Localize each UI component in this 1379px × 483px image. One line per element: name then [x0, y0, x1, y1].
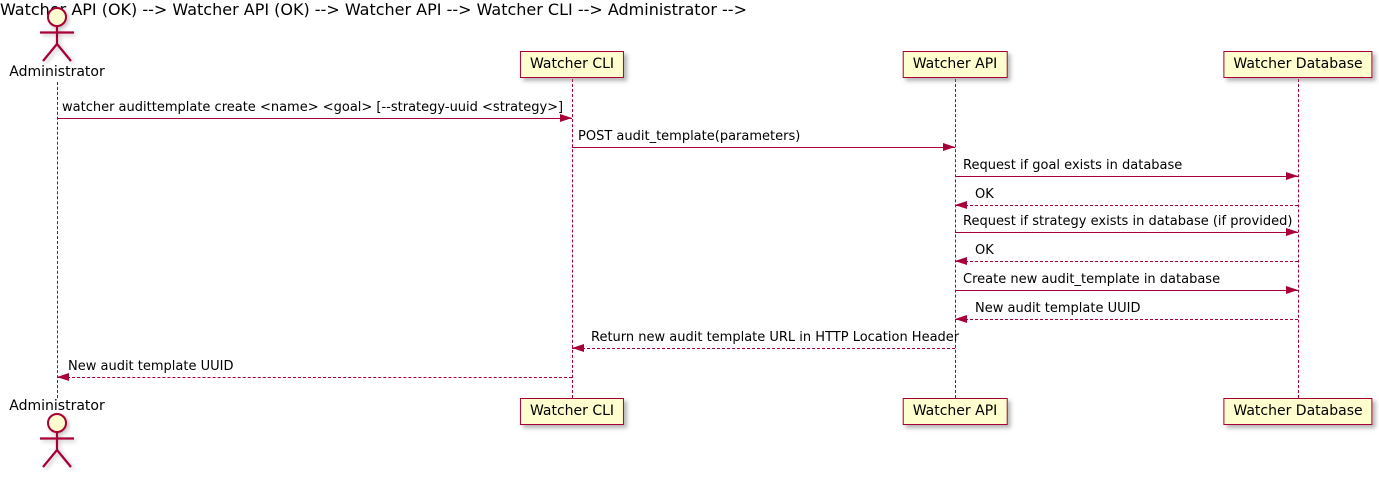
actor-name-bottom: Administrator: [9, 398, 105, 414]
message-label: New audit template UUID: [68, 359, 234, 374]
message-arrow: [572, 348, 955, 349]
participant-watcher-api-bottom: Watcher API: [902, 398, 1008, 425]
message-arrow: [57, 377, 572, 378]
arrowhead-right-icon: [943, 142, 955, 151]
actor-name-top: Administrator: [9, 64, 105, 80]
message-arrow: [955, 176, 1298, 177]
message-label: OK: [975, 243, 994, 258]
participant-watcher-api-top: Watcher API: [902, 51, 1008, 78]
arrowhead-left-icon: [955, 314, 967, 323]
arrowhead-left-icon: [57, 372, 69, 381]
message-arrow: [955, 319, 1298, 320]
participant-watcher-database-top: Watcher Database: [1223, 51, 1373, 78]
message-arrow: [57, 118, 572, 119]
message-arrow: [955, 205, 1298, 206]
arrowhead-right-icon: [560, 113, 572, 122]
lifeline-watcher-cli: [572, 79, 573, 398]
message-label: Return new audit template URL in HTTP Lo…: [591, 330, 960, 345]
message-label: New audit template UUID: [975, 301, 1141, 316]
actor-icon: [40, 7, 74, 62]
message-label: POST audit_template(parameters): [578, 129, 801, 144]
participant-watcher-cli-bottom: Watcher CLI: [519, 398, 625, 425]
lifeline-administrator: [57, 82, 58, 398]
participant-watcher-cli-top: Watcher CLI: [519, 51, 625, 78]
message-label: Create new audit_template in database: [963, 272, 1221, 287]
message-label: Request if strategy exists in database (…: [963, 214, 1293, 229]
participant-watcher-database-bottom: Watcher Database: [1223, 398, 1373, 425]
message-arrow: [955, 232, 1298, 233]
lifeline-watcher-api: [955, 79, 956, 398]
arrowhead-left-icon: [572, 343, 584, 352]
message-arrow: [955, 290, 1298, 291]
arrowhead-right-icon: [1286, 171, 1298, 180]
message-label: Request if goal exists in database: [963, 158, 1183, 173]
arrowhead-right-icon: [1286, 285, 1298, 294]
arrowhead-left-icon: [955, 256, 967, 265]
message-arrow: [572, 147, 955, 148]
lifeline-watcher-database: [1298, 79, 1299, 398]
arrowhead-left-icon: [955, 200, 967, 209]
message-label: OK: [975, 187, 994, 202]
message-label: watcher audittemplate create <name> <goa…: [62, 100, 564, 115]
actor-icon: [40, 413, 74, 468]
arrowhead-right-icon: [1286, 227, 1298, 236]
message-arrow: [955, 261, 1298, 262]
